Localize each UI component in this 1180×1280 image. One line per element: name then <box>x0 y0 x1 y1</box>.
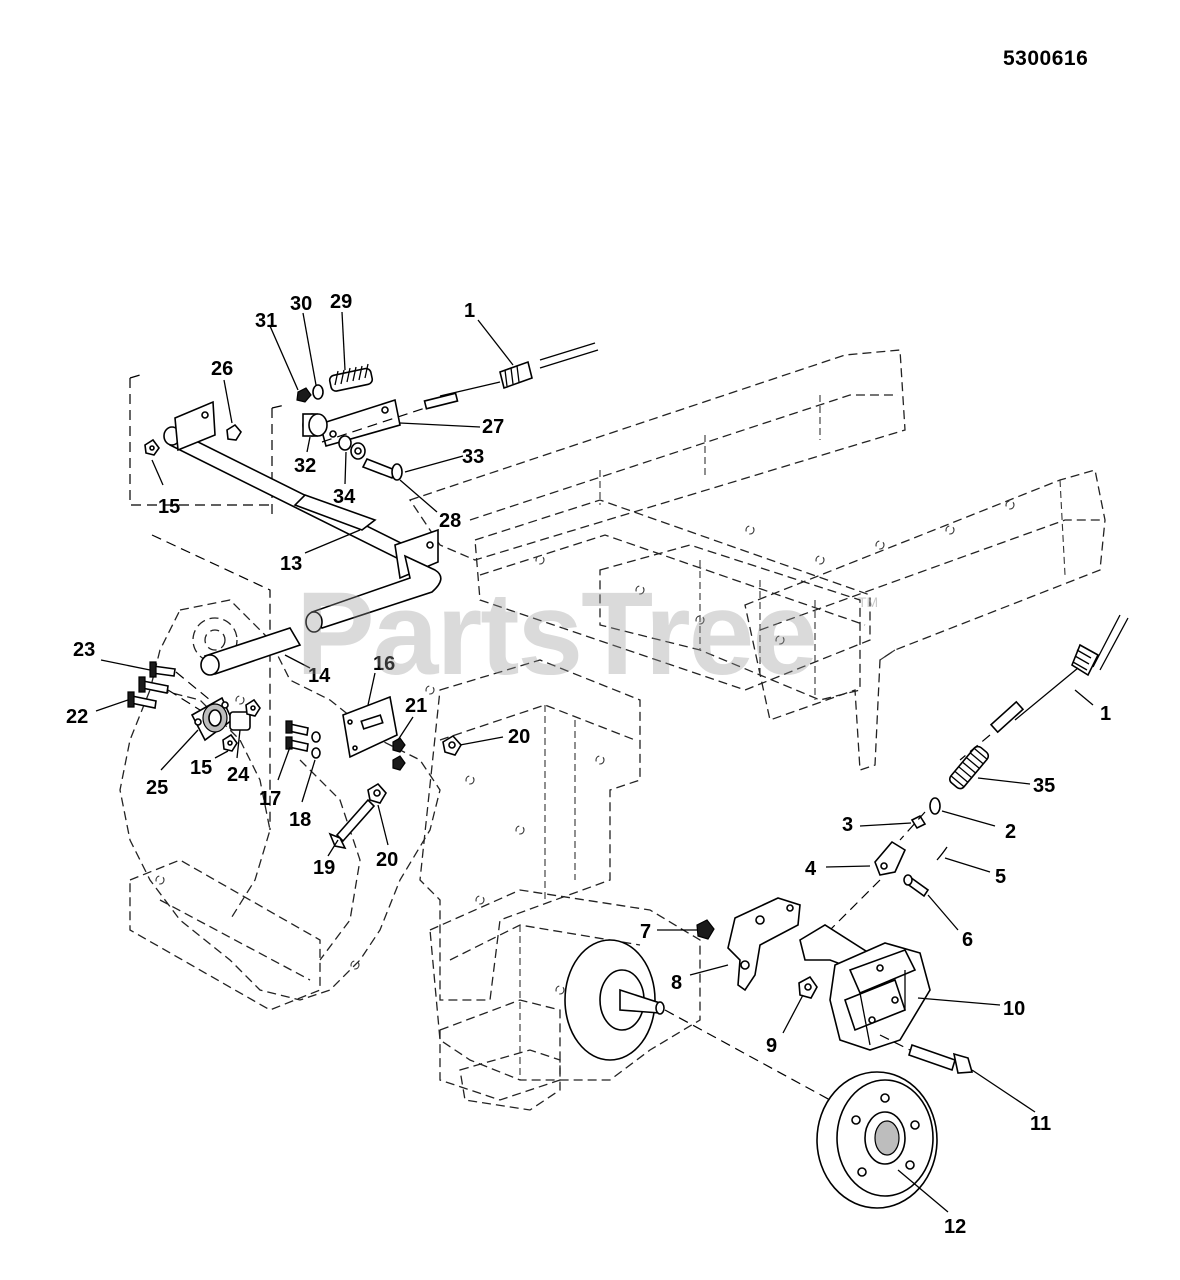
callout-3: 3 <box>842 814 853 836</box>
callout-2: 2 <box>1005 821 1016 843</box>
callout-34: 34 <box>333 486 356 508</box>
callout-23: 23 <box>73 639 95 661</box>
callout-18: 18 <box>289 809 311 831</box>
callout-16: 16 <box>373 653 395 675</box>
callout-20-right: 20 <box>508 726 530 748</box>
callout-15-upper: 15 <box>158 496 180 518</box>
callout-13: 13 <box>280 553 302 575</box>
watermark: PartsTree <box>296 568 818 700</box>
brake-cable-upper <box>321 342 599 443</box>
callout-28: 28 <box>439 510 461 532</box>
callout-35: 35 <box>1033 775 1055 797</box>
callout-29: 29 <box>330 291 352 313</box>
diagram-id: 5300616 <box>1003 47 1089 70</box>
callout-30: 30 <box>290 293 312 315</box>
callout-22: 22 <box>66 706 88 728</box>
callout-17: 17 <box>259 788 281 810</box>
brake-caliper-disc <box>564 897 974 1209</box>
callout-9: 9 <box>766 1035 777 1057</box>
tractor-frame <box>119 349 1106 1111</box>
callout-26: 26 <box>211 358 233 380</box>
watermark-trademark: TM <box>858 594 879 610</box>
brake-lever-assembly <box>129 363 442 830</box>
callout-21: 21 <box>405 695 427 717</box>
callout-1-lower: 1 <box>1100 703 1111 725</box>
callout-25: 25 <box>146 777 168 799</box>
brake-cable-lower <box>819 614 1129 941</box>
callout-12: 12 <box>944 1216 966 1238</box>
callout-10: 10 <box>1003 998 1025 1020</box>
callout-31: 31 <box>255 310 277 332</box>
callout-6: 6 <box>962 929 973 951</box>
callout-14: 14 <box>308 665 331 687</box>
callout-4: 4 <box>805 858 817 880</box>
callout-27: 27 <box>482 416 504 438</box>
callout-8: 8 <box>671 972 682 994</box>
callout-5: 5 <box>995 866 1006 888</box>
callout-20-lower: 20 <box>376 849 398 871</box>
callout-labels: 1 1 2 3 4 5 6 7 8 9 10 11 12 13 14 15 15… <box>66 291 1111 1238</box>
callout-1-upper: 1 <box>464 300 475 322</box>
callout-11: 11 <box>1030 1113 1051 1135</box>
callout-leaders <box>95 311 1094 1213</box>
callout-24: 24 <box>227 764 250 786</box>
callout-15-lower: 15 <box>190 757 212 779</box>
callout-7: 7 <box>640 921 651 943</box>
callout-19: 19 <box>313 857 335 879</box>
callout-33: 33 <box>462 446 484 468</box>
callout-32: 32 <box>294 455 316 477</box>
